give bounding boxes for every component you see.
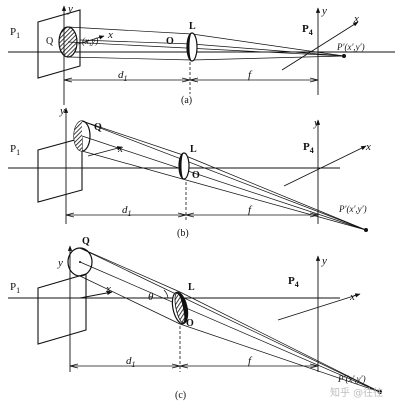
x-axis-left xyxy=(87,146,123,157)
label-y-right: y xyxy=(321,5,327,17)
label-x-left: x xyxy=(107,29,113,41)
label-Q: Q xyxy=(82,236,90,247)
label-y-left: y xyxy=(67,3,73,15)
plane-label-p4: P4 xyxy=(288,275,299,289)
label-object-coords: (x,y) xyxy=(82,36,98,46)
label-f: f xyxy=(248,204,253,216)
label-x-left: x xyxy=(117,143,123,155)
plane-label-p1: P1 xyxy=(10,26,20,40)
panel-b: P1 Q y x L O P4 y x P′(x′,y′) d1 f (b) xyxy=(8,105,371,239)
label-y-left: y xyxy=(57,257,63,269)
label-image-point: P′(x′,y′) xyxy=(336,42,365,52)
caption-c: (c) xyxy=(175,390,186,401)
lens-shade xyxy=(187,33,192,61)
x-axis-right xyxy=(277,293,361,321)
label-y-left: y xyxy=(59,105,65,117)
label-L: L xyxy=(190,144,197,155)
object-plane xyxy=(37,273,87,345)
image-point xyxy=(364,228,368,232)
plane-label-p4: P4 xyxy=(303,141,314,155)
label-y-right: y xyxy=(321,255,327,267)
watermark: 知乎 @往往 xyxy=(330,386,383,399)
rays xyxy=(79,247,381,393)
caption-a: (a) xyxy=(181,95,192,106)
label-L: L xyxy=(188,282,195,293)
plane-label-p4: P4 xyxy=(302,23,313,37)
x-axis-right xyxy=(283,145,367,187)
x-axis-left xyxy=(79,290,113,299)
panel-a: P1 Q y x (x,y) O L P4 y x P′(x′,y′) d1 f… xyxy=(8,3,395,106)
label-Q: Q xyxy=(94,122,102,133)
label-Q: Q xyxy=(46,36,54,47)
label-O: O xyxy=(192,170,200,181)
dimension-line xyxy=(65,212,319,218)
label-f: f xyxy=(248,355,253,367)
plane-label-p1: P1 xyxy=(10,281,20,295)
panel-c: P1 Q y x θ L O P4 y x P′(x′,y′) d1 f (c) xyxy=(8,236,382,401)
rays xyxy=(81,120,367,231)
label-x-right: x xyxy=(353,13,359,25)
plane-label-p1: P1 xyxy=(10,143,20,157)
label-x-left: x xyxy=(105,283,111,295)
label-O: O xyxy=(186,318,194,329)
label-d1: d1 xyxy=(118,69,128,83)
label-d1: d1 xyxy=(126,355,136,369)
aperture-hatch xyxy=(74,121,82,151)
lens xyxy=(171,291,189,325)
object-plane xyxy=(37,137,83,203)
label-O: O xyxy=(166,36,174,47)
label-x-right: x xyxy=(365,141,371,153)
caption-b: (b) xyxy=(177,228,189,239)
x-axis-right xyxy=(281,21,359,71)
label-x-right: x xyxy=(349,291,355,303)
image-point xyxy=(378,390,382,394)
label-L: L xyxy=(189,21,196,32)
label-d1: d1 xyxy=(122,204,132,218)
image-point xyxy=(342,54,346,58)
label-image-point: P′(x′,y′) xyxy=(338,204,367,214)
rays xyxy=(67,26,345,61)
dimension-line xyxy=(69,363,319,369)
object-plane xyxy=(37,9,81,79)
label-image-point: P′(x′,y′) xyxy=(337,374,366,384)
theta-arc xyxy=(163,289,169,299)
label-f: f xyxy=(248,69,253,81)
dimension-line xyxy=(63,77,319,83)
lens-shade xyxy=(179,153,184,179)
label-y-right: y xyxy=(313,117,319,129)
label-theta: θ xyxy=(148,291,154,303)
